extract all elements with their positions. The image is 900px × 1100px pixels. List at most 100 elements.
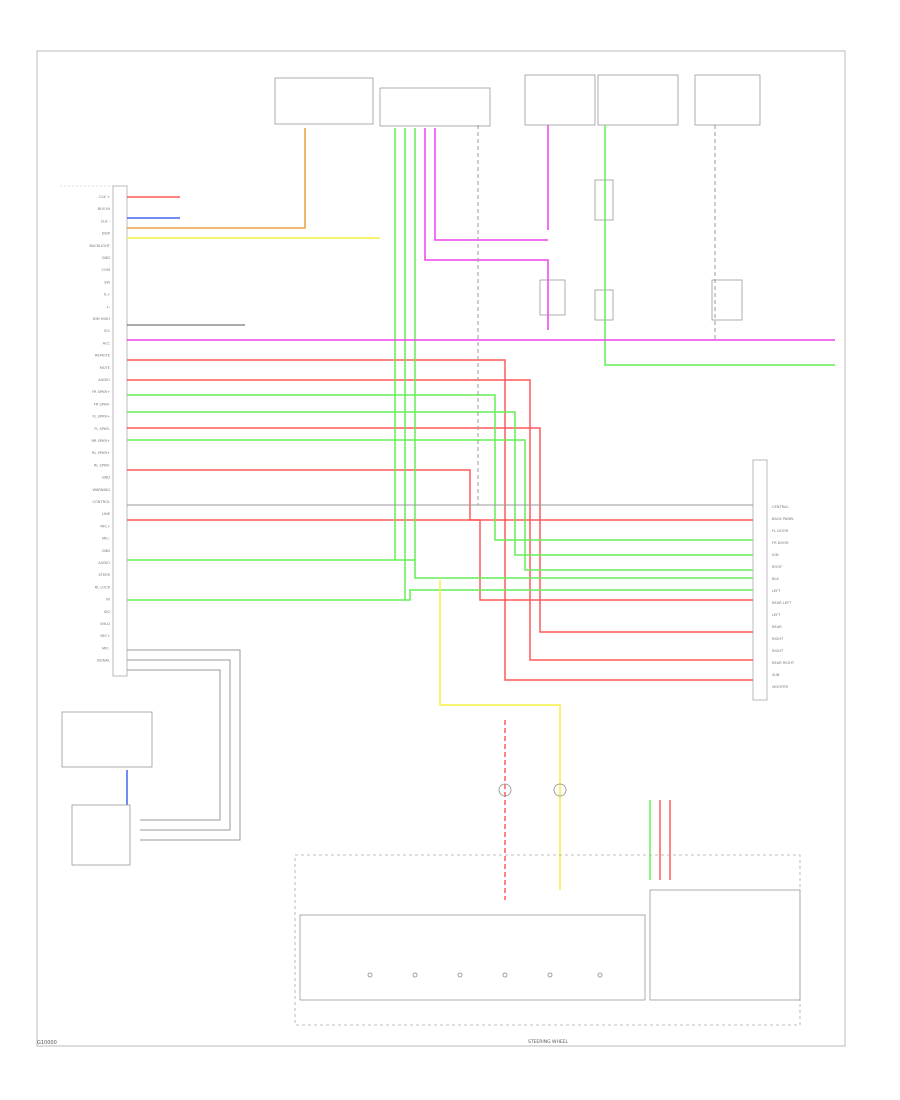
connector-terminal bbox=[498, 783, 512, 797]
switch-contact bbox=[367, 972, 373, 978]
steering-switches bbox=[367, 783, 603, 978]
wires bbox=[126, 125, 835, 900]
left-pin-label: DISP bbox=[102, 232, 111, 236]
diagram-border bbox=[36, 50, 846, 1047]
right-pin-label: REAR bbox=[772, 625, 782, 629]
right-pin-label: FR DOOR bbox=[772, 541, 789, 545]
left-pin-label: GND bbox=[102, 549, 110, 553]
left-pin-label: LINE bbox=[102, 512, 111, 516]
relay-3 bbox=[539, 279, 566, 316]
switch-contact bbox=[547, 972, 553, 978]
steering-connector bbox=[649, 889, 801, 1001]
wire-green bbox=[604, 125, 835, 366]
left-pin-label: MIC+ bbox=[100, 634, 110, 638]
left-pin-label: SHLD bbox=[100, 622, 110, 626]
wire-red bbox=[127, 427, 753, 633]
right-pin-label: CENTRAL bbox=[772, 505, 788, 509]
left-pin-label: RL SPKR+ bbox=[92, 451, 110, 455]
right-connector bbox=[752, 459, 768, 701]
left-pin-label: MUTE bbox=[100, 366, 111, 370]
left-pin-label: ACC bbox=[103, 341, 111, 345]
left-pin-label: L- bbox=[107, 305, 111, 309]
left-pin-label: SIGNAL bbox=[97, 659, 110, 663]
left-pin-label: MIC- bbox=[102, 646, 111, 650]
left-connector bbox=[112, 185, 128, 677]
left-pin-label: SIG bbox=[104, 610, 110, 614]
left-pin-label: CLK + bbox=[99, 195, 110, 199]
component-block-1 bbox=[274, 77, 374, 125]
left-pin-label: AUDIO bbox=[98, 378, 110, 382]
lower-left-box bbox=[71, 804, 131, 866]
left-pin-label: FL SPKR+ bbox=[92, 415, 110, 419]
steering-switch-panel bbox=[299, 914, 646, 1001]
wire-gray bbox=[127, 669, 221, 821]
switch-contact bbox=[412, 972, 418, 978]
fuse-box-1 bbox=[524, 74, 596, 126]
wire-pink bbox=[424, 128, 549, 330]
steering-wheel-boundary bbox=[294, 854, 801, 1026]
left-pin-label: MIC- bbox=[102, 537, 111, 541]
left-pin-label: COM bbox=[102, 268, 110, 272]
left-pin-label: WARNING bbox=[92, 488, 110, 492]
right-pin-label: RIGHT bbox=[772, 637, 784, 641]
left-pin-label: BUS IN bbox=[98, 207, 111, 211]
left-pin-label: RL SPKR- bbox=[94, 463, 111, 467]
left-pin-label: CLK - bbox=[101, 219, 111, 223]
right-pin-label: LEFT bbox=[772, 613, 781, 617]
left-pin-label: RL LOCK bbox=[95, 585, 111, 589]
right-pin-label: FL DOOR bbox=[772, 529, 789, 533]
left-pin-label: RR SPKR+ bbox=[92, 439, 110, 443]
wire-red bbox=[127, 469, 753, 521]
left-pin-label: IN bbox=[106, 598, 110, 602]
left-pin-label: IG1 bbox=[104, 329, 110, 333]
left-pin-label: STEER bbox=[98, 573, 110, 577]
right-pin-label: LEFT bbox=[772, 589, 781, 593]
left-pin-label: AUDIO bbox=[98, 561, 110, 565]
wire-green bbox=[127, 394, 753, 541]
wire-orange bbox=[127, 128, 306, 229]
right-pin-label: WOOFER bbox=[772, 685, 789, 689]
left-pin-label: FR SPKR- bbox=[94, 402, 111, 406]
wire-red bbox=[127, 519, 753, 601]
switch-contact bbox=[502, 972, 508, 978]
wire-gray bbox=[127, 659, 231, 831]
component-block-2 bbox=[379, 87, 491, 127]
switch-contact bbox=[597, 972, 603, 978]
right-pin-label: RIGHT bbox=[772, 649, 784, 653]
relay-2 bbox=[594, 289, 614, 321]
left-pin-label: BACKLIGHT bbox=[90, 244, 111, 248]
right-pin-label: REAR LEFT bbox=[772, 601, 792, 605]
wire-yellow bbox=[439, 580, 561, 890]
right-pin-label: ROOF bbox=[772, 565, 782, 569]
relay-1 bbox=[594, 179, 614, 221]
bottom-label: STEERING WHEEL bbox=[528, 1039, 569, 1045]
right-pin-label: BLK bbox=[772, 577, 779, 581]
right-pin-label: REAR RIGHT bbox=[772, 661, 795, 665]
left-pin-label: CONTROL bbox=[92, 500, 110, 504]
left-pin-label: GND bbox=[102, 256, 110, 260]
wire-gray bbox=[127, 649, 241, 841]
right-pin-label: SUB bbox=[772, 673, 780, 677]
switch-contact bbox=[457, 972, 463, 978]
wire-green bbox=[127, 589, 753, 601]
figure-id: G10000 bbox=[37, 1040, 57, 1046]
wire-green bbox=[127, 559, 753, 579]
left-pin-label: GND bbox=[102, 476, 110, 480]
right-pin-label: BACK PANEL bbox=[772, 517, 794, 521]
left-pin-label: DIM HIGH bbox=[93, 317, 111, 321]
left-pin-label: REMOTE bbox=[95, 354, 111, 358]
relay-4 bbox=[711, 279, 743, 321]
left-pin-label: IL+ bbox=[104, 293, 110, 297]
left-pin-label: SW bbox=[104, 280, 110, 284]
fuse-box-3 bbox=[694, 74, 761, 126]
wire-green bbox=[127, 411, 753, 556]
wire-pink bbox=[434, 128, 548, 241]
left-pin-label: FL SPKR- bbox=[94, 427, 110, 431]
right-pin-label: IGN bbox=[772, 553, 779, 557]
lower-left-component bbox=[61, 711, 153, 768]
left-pin-label: FR SPKR+ bbox=[92, 390, 110, 394]
fuse-box-2 bbox=[597, 74, 679, 126]
left-pin-label: MIC+ bbox=[100, 524, 110, 528]
connector-terminal bbox=[553, 783, 567, 797]
